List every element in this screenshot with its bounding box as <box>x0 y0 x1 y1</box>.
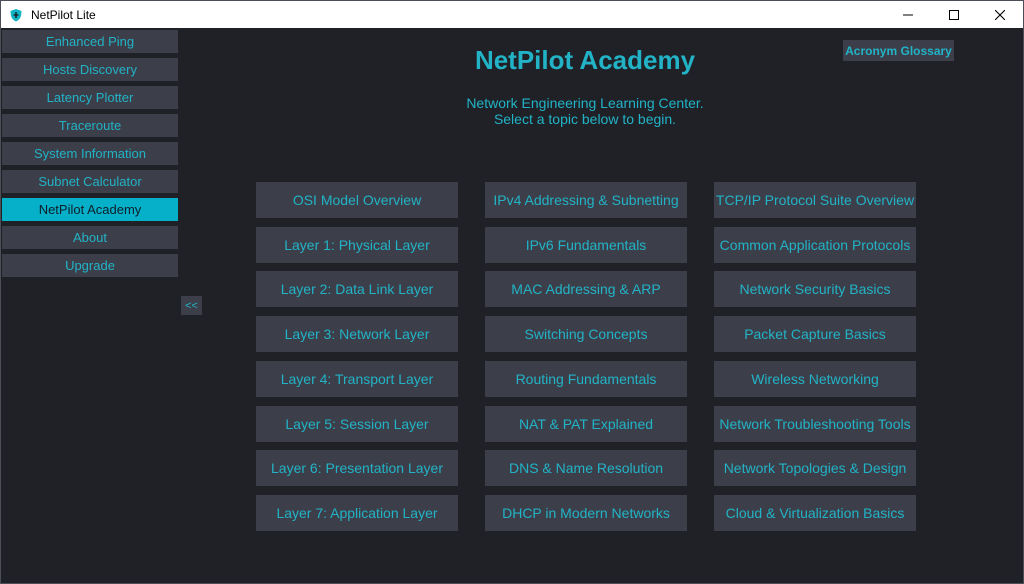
topic-button-layer-3-network-layer[interactable]: Layer 3: Network Layer <box>256 316 458 352</box>
sidebar-item-about[interactable]: About <box>2 226 178 249</box>
sidebar-item-netpilot-academy[interactable]: NetPilot Academy <box>2 198 178 221</box>
page-title: NetPilot Academy <box>474 45 696 75</box>
topic-button-ipv6-fundamentals[interactable]: IPv6 Fundamentals <box>485 227 687 263</box>
sidebar-item-upgrade[interactable]: Upgrade <box>2 254 178 277</box>
minimize-icon[interactable] <box>885 1 931 28</box>
topic-button-network-troubleshooting-tools[interactable]: Network Troubleshooting Tools <box>714 406 916 442</box>
topic-button-layer-6-presentation-layer[interactable]: Layer 6: Presentation Layer <box>256 450 458 486</box>
topic-button-tcp-ip-protocol-suite-overview[interactable]: TCP/IP Protocol Suite Overview <box>714 182 916 218</box>
topic-button-common-application-protocols[interactable]: Common Application Protocols <box>714 227 916 263</box>
page-subtitle-line-2: Select a topic below to begin. <box>493 111 677 127</box>
topic-button-cloud-virtualization-basics[interactable]: Cloud & Virtualization Basics <box>714 495 916 531</box>
content-area: Enhanced Ping Hosts Discovery Latency Pl… <box>1 28 1023 583</box>
topic-button-layer-4-transport-layer[interactable]: Layer 4: Transport Layer <box>256 361 458 397</box>
topic-button-layer-1-physical-layer[interactable]: Layer 1: Physical Layer <box>256 227 458 263</box>
topic-button-layer-7-application-layer[interactable]: Layer 7: Application Layer <box>256 495 458 531</box>
topic-button-wireless-networking[interactable]: Wireless Networking <box>714 361 916 397</box>
topic-button-dns-name-resolution[interactable]: DNS & Name Resolution <box>485 450 687 486</box>
topic-button-packet-capture-basics[interactable]: Packet Capture Basics <box>714 316 916 352</box>
sidebar-item-latency-plotter[interactable]: Latency Plotter <box>2 86 178 109</box>
maximize-icon[interactable] <box>931 1 977 28</box>
sidebar-item-traceroute[interactable]: Traceroute <box>2 114 178 137</box>
topic-button-layer-2-data-link-layer[interactable]: Layer 2: Data Link Layer <box>256 271 458 307</box>
collapse-sidebar-button[interactable]: << <box>181 296 202 315</box>
topic-button-layer-5-session-layer[interactable]: Layer 5: Session Layer <box>256 406 458 442</box>
sidebar-item-enhanced-ping[interactable]: Enhanced Ping <box>2 30 178 53</box>
main-panel: Acronym Glossary NetPilot Academy Networ… <box>179 28 1023 583</box>
sidebar-item-hosts-discovery[interactable]: Hosts Discovery <box>2 58 178 81</box>
topic-button-network-security-basics[interactable]: Network Security Basics <box>714 271 916 307</box>
topic-button-dhcp-in-modern-networks[interactable]: DHCP in Modern Networks <box>485 495 687 531</box>
topic-button-ipv4-addressing-subnetting[interactable]: IPv4 Addressing & Subnetting <box>485 182 687 218</box>
shield-app-icon <box>8 7 24 23</box>
topic-button-mac-addressing-arp[interactable]: MAC Addressing & ARP <box>485 271 687 307</box>
title-bar[interactable]: NetPilot Lite <box>1 1 1023 28</box>
topic-button-osi-model-overview[interactable]: OSI Model Overview <box>256 182 458 218</box>
window-title: NetPilot Lite <box>31 7 96 22</box>
topic-button-nat-pat-explained[interactable]: NAT & PAT Explained <box>485 406 687 442</box>
topic-button-routing-fundamentals[interactable]: Routing Fundamentals <box>485 361 687 397</box>
topic-button-network-topologies-design[interactable]: Network Topologies & Design <box>714 450 916 486</box>
page-subtitle-line-1: Network Engineering Learning Center. <box>466 95 704 111</box>
sidebar-item-system-information[interactable]: System Information <box>2 142 178 165</box>
topic-button-switching-concepts[interactable]: Switching Concepts <box>485 316 687 352</box>
sidebar: Enhanced Ping Hosts Discovery Latency Pl… <box>1 28 179 583</box>
close-icon[interactable] <box>977 1 1023 28</box>
sidebar-item-subnet-calculator[interactable]: Subnet Calculator <box>2 170 178 193</box>
acronym-glossary-button[interactable]: Acronym Glossary <box>843 40 954 61</box>
